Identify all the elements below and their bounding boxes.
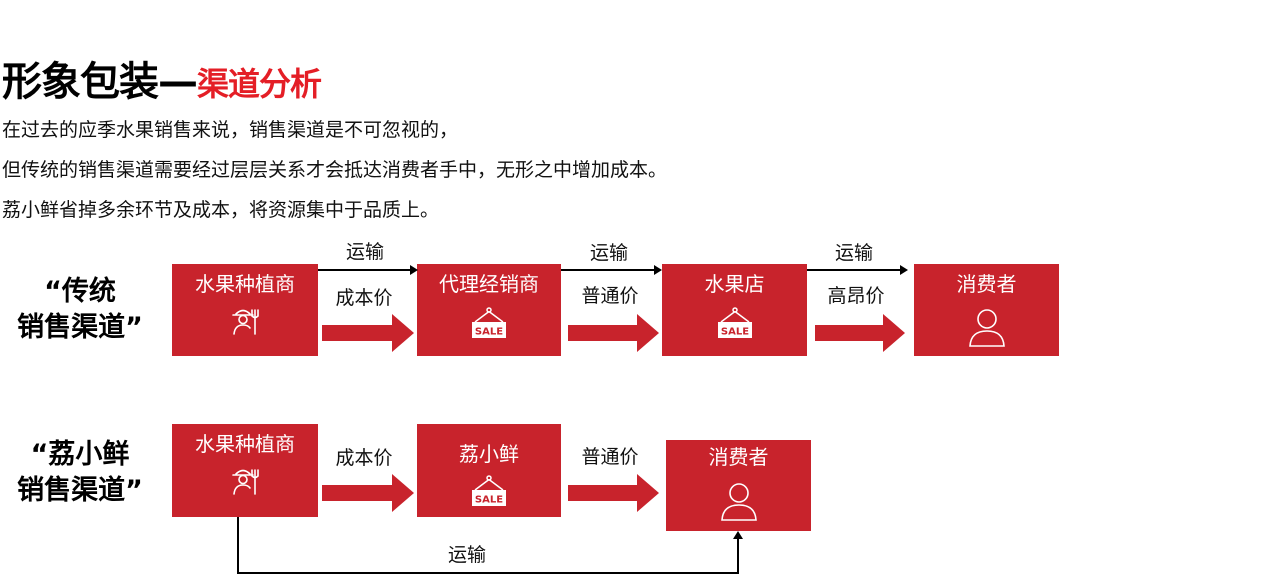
lixiaoxian-node-consumer: 消费者	[666, 440, 811, 531]
traditional-node-grower: 水果种植商	[172, 264, 318, 356]
page-title: 形象包装—渠道分析	[2, 52, 322, 114]
traditional-transport-line-2	[561, 265, 662, 275]
sale-sign-icon: SALE	[472, 475, 506, 506]
traditional-price-label-2: 普通价	[581, 285, 639, 307]
traditional-price-label-3: 高昂价	[827, 285, 885, 307]
lixiaoxian-channel-label: “荔小鲜 销售渠道”	[0, 437, 160, 509]
lixiaoxian-price-arrow-1	[322, 474, 414, 512]
lixiaoxian-node-brand: 荔小鲜 SALE	[417, 424, 561, 517]
title-main: 形象包装	[2, 59, 159, 105]
traditional-node-fruit-shop: 水果店 SALE	[662, 264, 807, 356]
traditional-price-arrow-1	[322, 314, 414, 352]
traditional-channel-label: “传统 销售渠道”	[0, 274, 160, 346]
sale-sign-icon: SALE	[472, 307, 506, 338]
node-label: 水果店	[704, 272, 765, 296]
lixiaoxian-transport-label: 运输	[447, 544, 486, 566]
intro-paragraph-3: 荔小鲜省掉多余环节及成本，将资源集中于品质上。	[2, 199, 440, 221]
traditional-transport-line-1	[318, 265, 418, 275]
traditional-price-arrow-2	[568, 314, 659, 352]
traditional-label-line-2: 销售渠道”	[17, 312, 143, 343]
node-label: 荔小鲜	[459, 442, 519, 466]
traditional-price-arrow-3	[815, 314, 905, 352]
sale-sign-icon: SALE	[717, 307, 752, 338]
node-label: 水果种植商	[195, 272, 295, 296]
sale-sign-text: SALE	[475, 495, 503, 506]
person-icon	[720, 483, 757, 521]
farmer-icon	[232, 309, 259, 335]
title-accent: 渠道分析	[197, 65, 322, 103]
lixiaoxian-price-label-1: 成本价	[335, 447, 393, 469]
lixiaoxian-label-line-1: “荔小鲜	[30, 439, 130, 470]
node-label: 水果种植商	[195, 432, 295, 456]
traditional-node-consumer: 消费者	[914, 264, 1059, 356]
sale-sign-text: SALE	[475, 327, 503, 338]
traditional-node-distributor: 代理经销商 SALE	[417, 264, 561, 356]
lixiaoxian-price-label-2: 普通价	[581, 446, 639, 468]
traditional-transport-label-1: 运输	[345, 241, 384, 263]
intro-paragraph-1: 在过去的应季水果销售来说，销售渠道是不可忽视的，	[2, 119, 459, 141]
node-label: 代理经销商	[439, 272, 539, 296]
traditional-price-label-1: 成本价	[335, 287, 393, 309]
lixiaoxian-label-line-2: 销售渠道”	[17, 475, 143, 506]
lixiaoxian-direct-transport-line	[237, 517, 743, 574]
node-label: 消费者	[708, 445, 769, 469]
title-dash: —	[158, 59, 198, 105]
lixiaoxian-node-grower: 水果种植商	[172, 424, 318, 517]
traditional-transport-label-2: 运输	[589, 242, 628, 264]
lixiaoxian-price-arrow-2	[568, 474, 659, 512]
traditional-transport-line-3	[807, 265, 908, 275]
node-label: 消费者	[956, 272, 1017, 296]
sale-sign-text: SALE	[720, 327, 748, 338]
person-icon	[968, 309, 1005, 347]
traditional-label-line-1: “传统	[44, 276, 116, 307]
traditional-transport-label-3: 运输	[834, 242, 873, 264]
farmer-icon	[232, 469, 259, 495]
intro-paragraph-2: 但传统的销售渠道需要经过层层关系才会抵达消费者手中，无形之中增加成本。	[2, 159, 668, 181]
